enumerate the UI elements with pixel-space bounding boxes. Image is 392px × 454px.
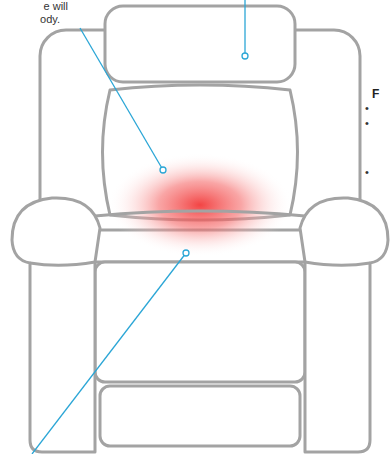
bullet: • bbox=[365, 102, 369, 115]
footrest bbox=[100, 386, 300, 446]
leader-dot bbox=[160, 167, 166, 173]
heat-glow bbox=[108, 153, 292, 257]
headrest bbox=[105, 6, 295, 82]
seat-cushion bbox=[89, 211, 312, 262]
leader-dot bbox=[242, 53, 248, 59]
left-arm bbox=[12, 198, 100, 452]
right-arm-seam bbox=[305, 262, 370, 265]
leader-line bbox=[80, 28, 163, 170]
bullet: • bbox=[365, 117, 369, 130]
front-panel bbox=[95, 262, 305, 382]
leader-line bbox=[244, 0, 245, 56]
left-arm-seam bbox=[30, 262, 95, 265]
leader-dot bbox=[183, 250, 189, 256]
leader-line bbox=[32, 253, 186, 454]
note-text: e will bbox=[44, 0, 68, 13]
bullet: • bbox=[365, 166, 369, 179]
heading-fragment: F bbox=[372, 88, 379, 101]
note-text: ody. bbox=[40, 13, 60, 26]
right-arm bbox=[300, 198, 388, 452]
